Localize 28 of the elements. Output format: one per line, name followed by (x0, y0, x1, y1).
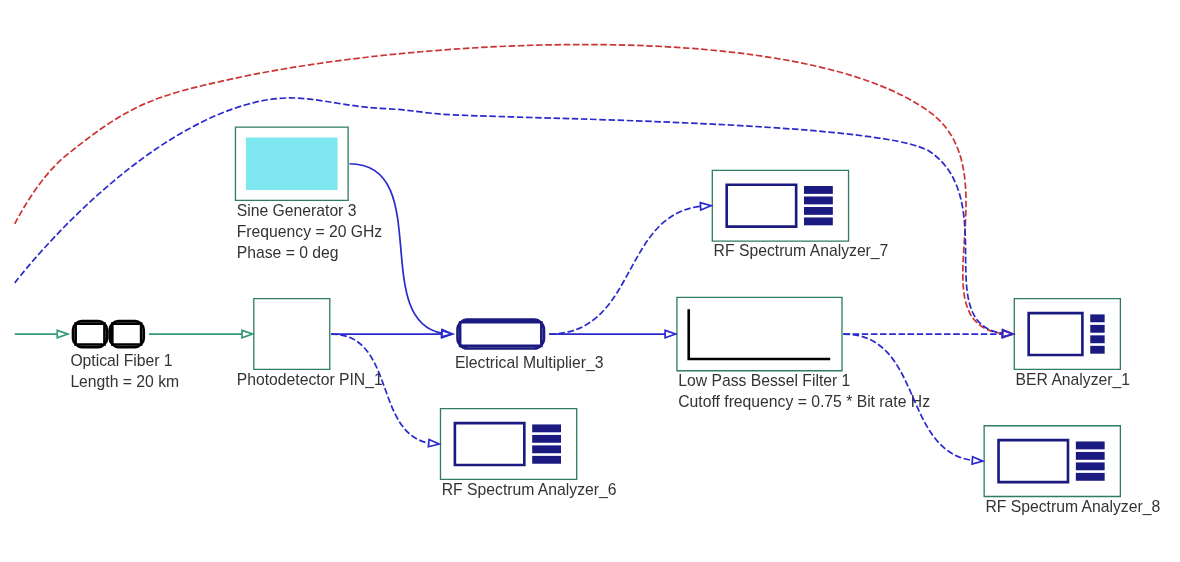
node-label: Cutoff frequency = 0.75 * Bit rate Hz (678, 392, 931, 410)
arrow (148, 328, 256, 339)
node-label: RF Spectrum Analyzer_6 (441, 480, 617, 498)
node-box (676, 296, 843, 371)
node-label: Frequency = 20 GHz (236, 222, 383, 240)
node-box (1013, 297, 1122, 370)
node-label: RF Spectrum Analyzer_7 (713, 241, 889, 259)
node-label: RF Spectrum Analyzer_8 (985, 497, 1161, 515)
node-label: Sine Generator 3 (236, 201, 357, 219)
node-box (234, 125, 349, 201)
arrow (842, 332, 986, 465)
node-box (983, 424, 1122, 497)
node-label: Length = 20 km (70, 372, 180, 390)
arrow (548, 328, 679, 339)
node-label: Phase = 0 deg (236, 243, 339, 261)
arrow (330, 332, 442, 448)
arrow (348, 162, 455, 338)
node-box (439, 407, 578, 480)
node-box (711, 169, 850, 242)
node-label: Optical Fiber 1 (70, 351, 173, 369)
node-label: Low Pass Bessel Filter 1 (678, 371, 851, 389)
node-label: Photodetector PIN_1 (236, 370, 383, 388)
node-label: Electrical Multiplier_3 (454, 353, 604, 371)
arrow (13, 328, 71, 339)
node-label: BER Analyzer_1 (1015, 370, 1131, 388)
arrow (330, 328, 455, 339)
node-box (253, 297, 331, 370)
arrow (548, 200, 714, 335)
